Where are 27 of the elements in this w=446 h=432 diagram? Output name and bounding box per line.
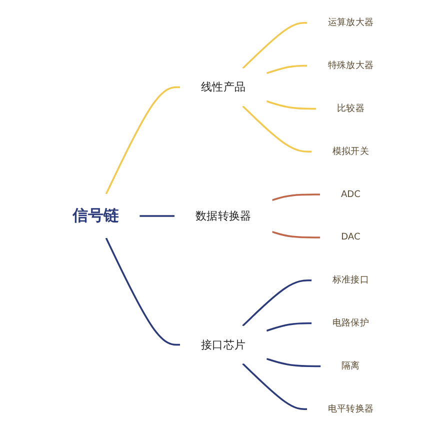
connector <box>242 280 312 327</box>
connector <box>105 86 180 194</box>
connector <box>242 22 308 70</box>
node-text: 比较器 <box>337 103 364 114</box>
node-text: 接口芯片 <box>201 338 246 352</box>
connector <box>140 215 174 217</box>
connector <box>242 105 312 152</box>
connector <box>272 194 320 202</box>
node-text: 数据转换器 <box>195 209 252 222</box>
node-text: 运算放大器 <box>328 17 374 28</box>
connector <box>266 322 312 332</box>
connector <box>266 100 316 110</box>
connector <box>105 238 180 346</box>
node-text: 线性产品 <box>201 80 246 94</box>
node-text: 隔离 <box>342 360 360 372</box>
node-text: 模拟开关 <box>332 146 369 157</box>
connector <box>242 362 308 410</box>
node-text: 特殊放大器 <box>328 60 374 71</box>
node-text: 信号链 <box>72 207 119 225</box>
connector <box>272 230 320 238</box>
connector <box>266 64 308 74</box>
node-text: 标准接口 <box>332 274 369 286</box>
node-text: ADC <box>340 189 360 200</box>
node-text: 电路保护 <box>332 318 369 328</box>
node-text: DAC <box>341 232 360 243</box>
connector <box>266 358 321 368</box>
node-text: 电平转换器 <box>328 404 374 414</box>
